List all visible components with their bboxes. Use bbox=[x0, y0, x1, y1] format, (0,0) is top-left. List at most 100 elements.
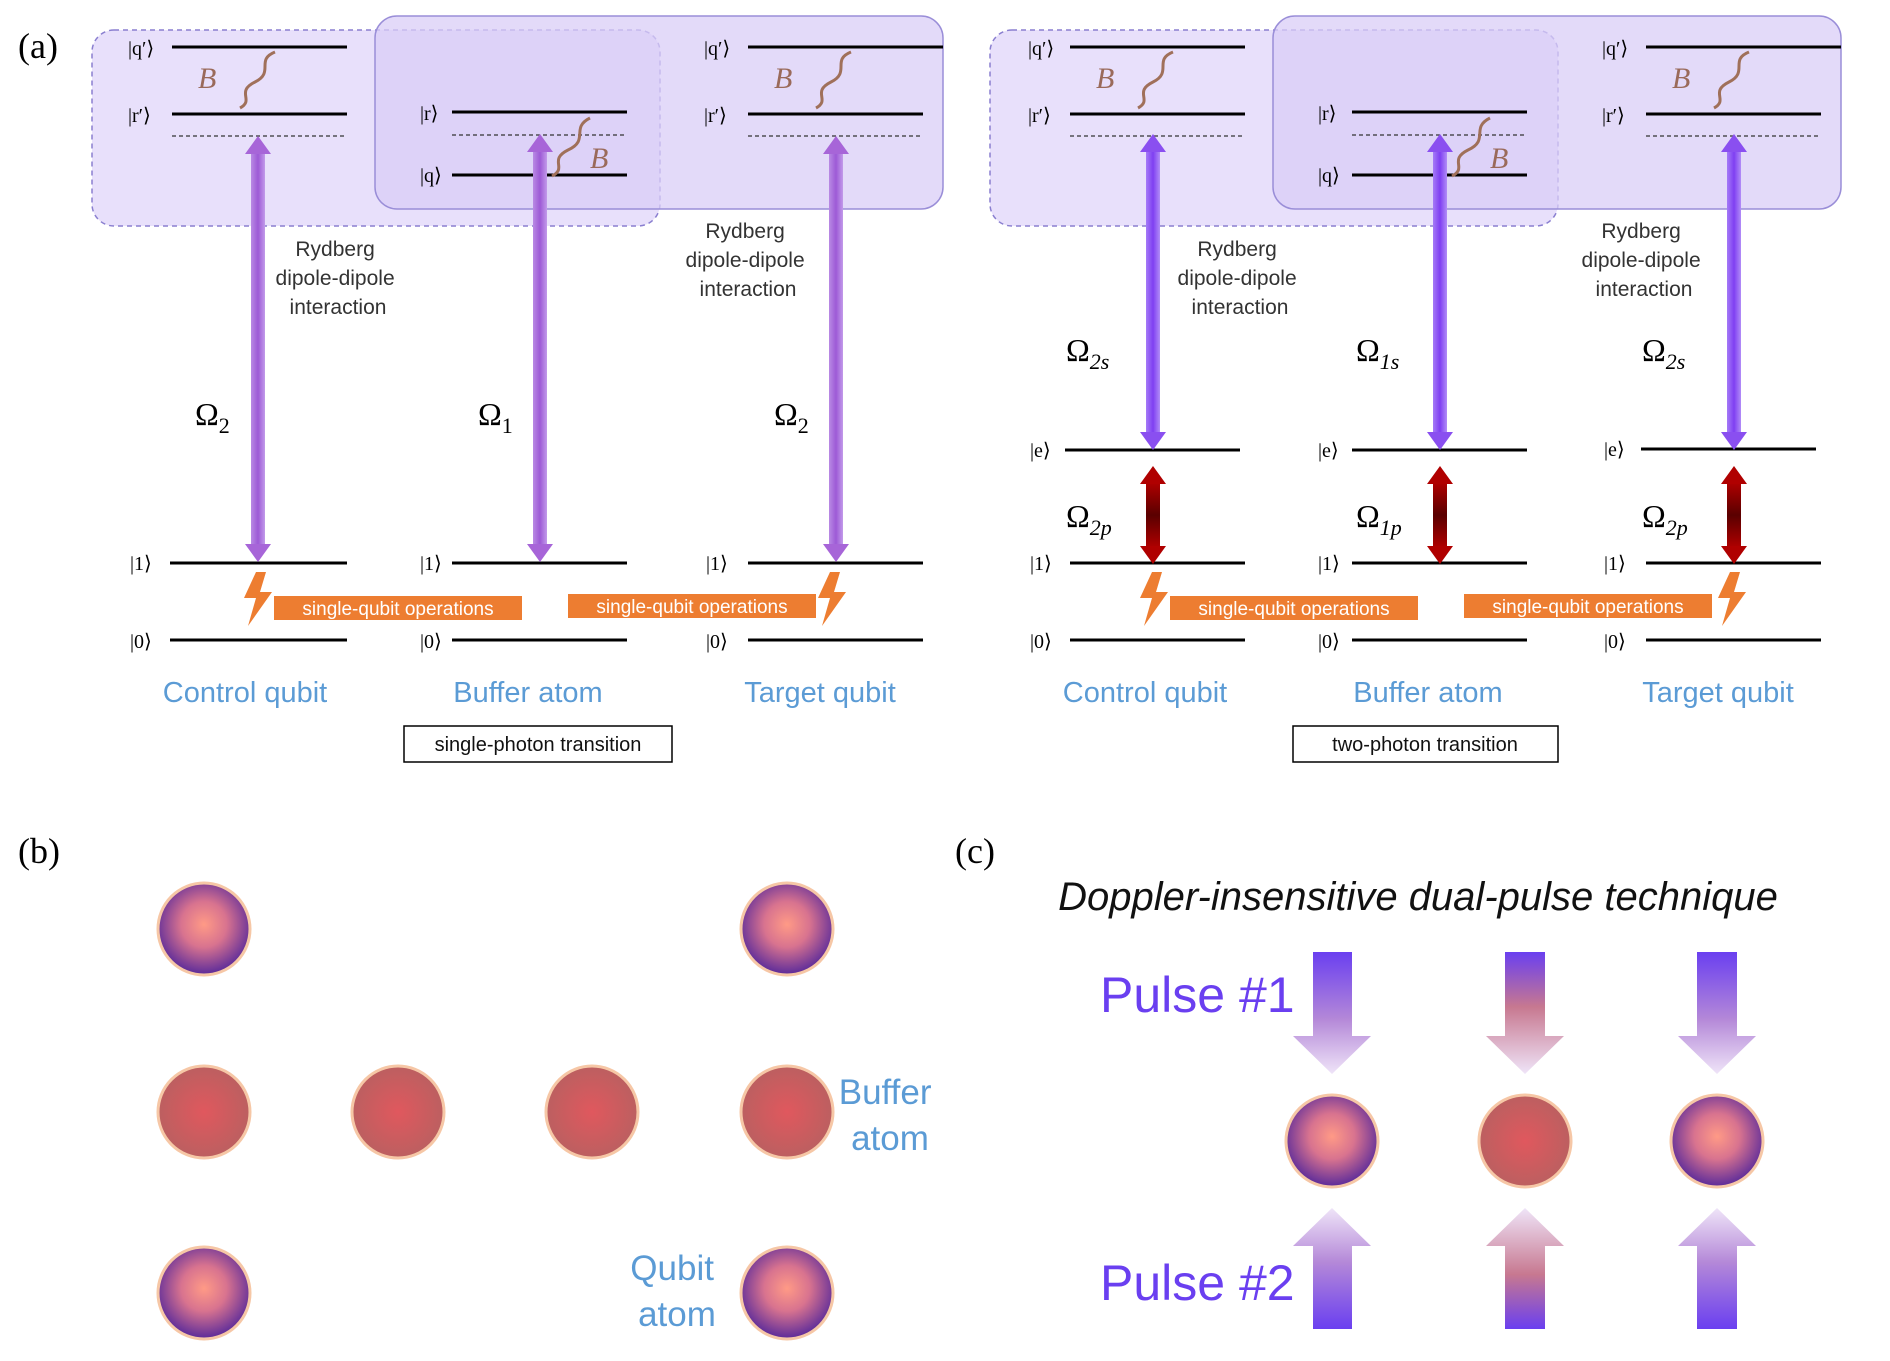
technique-title: Doppler-insensitive dual-pulse technique bbox=[1058, 875, 1778, 919]
qubit-atom bbox=[156, 881, 252, 977]
level-label-zero: |0⟩ bbox=[1318, 631, 1340, 653]
transition-type-label: two-photon transition bbox=[1332, 734, 1518, 756]
single-qubit-ops-text: single-qubit operations bbox=[1492, 597, 1683, 618]
rabi-label-control-s: Ω2s bbox=[1066, 332, 1109, 374]
level-label-r: |r⟩ bbox=[1318, 103, 1336, 125]
lightning-icon bbox=[1718, 572, 1746, 626]
coupling-label: B bbox=[590, 142, 608, 175]
qubit-atom bbox=[1284, 1093, 1380, 1189]
level-label-qprime: |q′⟩ bbox=[704, 38, 730, 60]
diagram-single-photon: |q′⟩ |r′⟩ |1⟩ |0⟩ B |r⟩ |q⟩ |1⟩ |0⟩ B |q… bbox=[91, 15, 944, 763]
pulse-1-label: Pulse #1 bbox=[1100, 967, 1295, 1023]
single-qubit-ops-badge bbox=[1170, 596, 1418, 620]
pulse-arrow-up bbox=[1293, 1208, 1371, 1329]
role-label-buffer: Buffer atom bbox=[1353, 677, 1502, 709]
role-label-control: Control qubit bbox=[1063, 677, 1227, 709]
buffer-atom-label: Buffer atom bbox=[839, 1073, 941, 1158]
level-label-rprime: |r′⟩ bbox=[704, 105, 727, 127]
qubit-atom bbox=[1669, 1093, 1765, 1189]
lightning-icon bbox=[244, 572, 272, 626]
rabi-label-buffer-s: Ω1s bbox=[1356, 332, 1399, 374]
single-qubit-ops-text: single-qubit operations bbox=[1198, 599, 1389, 620]
level-label-zero: |0⟩ bbox=[420, 631, 442, 653]
interaction-label: Rydberg dipole-dipole interaction bbox=[276, 238, 401, 319]
level-label-qprime: |q′⟩ bbox=[1602, 38, 1628, 60]
level-label-e: |e⟩ bbox=[1318, 440, 1339, 462]
single-qubit-ops-text: single-qubit operations bbox=[302, 599, 493, 620]
rabi-label-target-s: Ω2s bbox=[1642, 332, 1685, 374]
level-label-zero: |0⟩ bbox=[1030, 631, 1052, 653]
buffer-atom bbox=[156, 1064, 252, 1160]
coupling-wave-icon bbox=[1451, 116, 1491, 178]
transition-type-label: single-photon transition bbox=[435, 734, 642, 756]
buffer-atom bbox=[739, 1064, 835, 1160]
rabi-label-control: Ω2 bbox=[195, 396, 230, 438]
panel-label-b: (b) bbox=[18, 831, 60, 871]
level-label-r: |r⟩ bbox=[420, 103, 438, 125]
level-label-qprime: |q′⟩ bbox=[128, 38, 154, 60]
interaction-label: Rydberg dipole-dipole interaction bbox=[686, 220, 811, 301]
atom-array: Buffer atom Qubit atom bbox=[156, 881, 941, 1341]
role-label-control: Control qubit bbox=[163, 677, 327, 709]
coupling-label: B bbox=[1490, 142, 1508, 175]
rabi-label-target: Ω2 bbox=[774, 396, 809, 438]
lightning-icon bbox=[1140, 572, 1168, 626]
interaction-label: Rydberg dipole-dipole interaction bbox=[1178, 238, 1303, 319]
qubit-atom bbox=[739, 1245, 835, 1341]
level-label-one: |1⟩ bbox=[130, 553, 152, 575]
laser-arrow bbox=[823, 136, 849, 562]
single-qubit-ops-badge bbox=[274, 596, 522, 620]
level-label-zero: |0⟩ bbox=[1604, 631, 1626, 653]
coupling-wave-icon bbox=[1137, 50, 1174, 110]
single-qubit-ops-text: single-qubit operations bbox=[596, 597, 787, 618]
level-label-one: |1⟩ bbox=[1604, 553, 1626, 575]
rabi-label-target-p: Ω2p bbox=[1642, 498, 1688, 540]
pulse-arrow-down bbox=[1678, 952, 1756, 1074]
pulse-arrow-up bbox=[1486, 1208, 1564, 1329]
level-label-one: |1⟩ bbox=[1030, 553, 1052, 575]
qubit-atom bbox=[739, 881, 835, 977]
interaction-label: Rydberg dipole-dipole interaction bbox=[1582, 220, 1707, 301]
coupling-wave-icon bbox=[1713, 50, 1750, 110]
pulse-2-label: Pulse #2 bbox=[1100, 1255, 1295, 1311]
laser-arrow-red bbox=[1721, 466, 1747, 564]
laser-arrow bbox=[245, 136, 271, 562]
level-label-e: |e⟩ bbox=[1030, 440, 1051, 462]
level-label-rprime: |r′⟩ bbox=[1028, 105, 1051, 127]
buffer-atom bbox=[1477, 1093, 1573, 1189]
coupling-label: B bbox=[198, 62, 216, 95]
lightning-icon bbox=[818, 572, 846, 626]
level-label-rprime: |r′⟩ bbox=[128, 105, 151, 127]
interaction-region-right bbox=[1272, 15, 1842, 210]
pulse-arrow-up bbox=[1678, 1208, 1756, 1329]
level-label-one: |1⟩ bbox=[420, 553, 442, 575]
level-label-one: |1⟩ bbox=[1318, 553, 1340, 575]
pulse-arrow-down bbox=[1293, 952, 1371, 1074]
panel-label-c: (c) bbox=[955, 831, 995, 871]
role-label-buffer: Buffer atom bbox=[453, 677, 602, 709]
laser-arrow bbox=[527, 134, 553, 562]
coupling-label: B bbox=[774, 62, 792, 95]
level-label-qprime: |q′⟩ bbox=[1028, 38, 1054, 60]
coupling-label: B bbox=[1672, 62, 1690, 95]
transition-type-box bbox=[1292, 725, 1559, 763]
level-label-q: |q⟩ bbox=[1318, 165, 1340, 187]
level-label-zero: |0⟩ bbox=[706, 631, 728, 653]
laser-arrow bbox=[1427, 134, 1453, 450]
laser-arrow bbox=[1721, 134, 1747, 450]
role-label-target: Target qubit bbox=[1642, 677, 1794, 709]
rabi-label-buffer-p: Ω1p bbox=[1356, 498, 1402, 540]
qubit-atom-label: Qubit atom bbox=[630, 1249, 723, 1334]
qubit-atom bbox=[156, 1245, 252, 1341]
level-label-rprime: |r′⟩ bbox=[1602, 105, 1625, 127]
role-label-target: Target qubit bbox=[744, 677, 896, 709]
interaction-region-right bbox=[374, 15, 944, 210]
buffer-atom bbox=[544, 1064, 640, 1160]
diagram-two-photon: |q′⟩ |r′⟩ |e⟩ |1⟩ |0⟩ B |r⟩ |q⟩ |e⟩ |1⟩ … bbox=[989, 15, 1842, 763]
coupling-label: B bbox=[1096, 62, 1114, 95]
coupling-wave-icon bbox=[551, 116, 591, 178]
pulse-arrow-down bbox=[1486, 952, 1564, 1074]
dual-pulse-technique: Doppler-insensitive dual-pulse technique… bbox=[1058, 875, 1778, 1329]
level-label-zero: |0⟩ bbox=[130, 631, 152, 653]
